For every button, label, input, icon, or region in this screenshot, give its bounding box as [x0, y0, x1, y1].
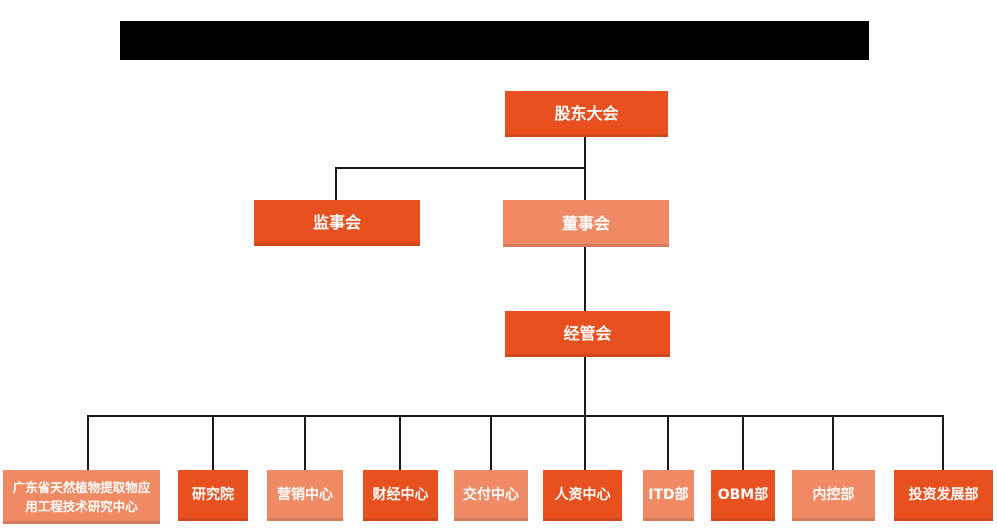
connector-drop — [942, 415, 944, 470]
redacted-title-bar — [120, 21, 869, 60]
connector-line — [335, 167, 586, 169]
connector-drop — [87, 415, 89, 470]
connector-drop — [742, 415, 744, 470]
node-dept-investment-development: 投资发展部 — [894, 470, 993, 521]
connector-line — [335, 167, 337, 200]
connector-line — [584, 357, 586, 417]
node-board-of-directors: 董事会 — [503, 200, 669, 247]
node-management-committee: 经管会 — [505, 311, 670, 357]
node-dept-marketing-center: 营销中心 — [267, 470, 343, 521]
node-dept-hr-center: 人资中心 — [543, 470, 622, 521]
node-dept-research-center: 广东省天然植物提取物应用工程技术研究中心 — [3, 470, 160, 524]
connector-drop — [490, 415, 492, 470]
node-shareholders-meeting: 股东大会 — [505, 91, 668, 137]
node-dept-delivery-center: 交付中心 — [454, 470, 528, 521]
connector-drop — [399, 415, 401, 470]
node-dept-obm: OBM部 — [711, 470, 775, 521]
connector-bus-line — [87, 415, 944, 417]
connector-drop — [667, 415, 669, 470]
connector-drop — [304, 415, 306, 470]
node-supervisory-board: 监事会 — [254, 200, 420, 246]
node-dept-finance-center: 财经中心 — [363, 470, 438, 521]
connector-drop — [584, 415, 586, 470]
node-dept-research-institute: 研究院 — [178, 470, 248, 521]
node-dept-internal-control: 内控部 — [792, 470, 875, 521]
connector-line — [584, 247, 586, 311]
connector-drop — [212, 415, 214, 470]
connector-drop — [832, 415, 834, 470]
node-dept-itd: ITD部 — [643, 470, 694, 521]
